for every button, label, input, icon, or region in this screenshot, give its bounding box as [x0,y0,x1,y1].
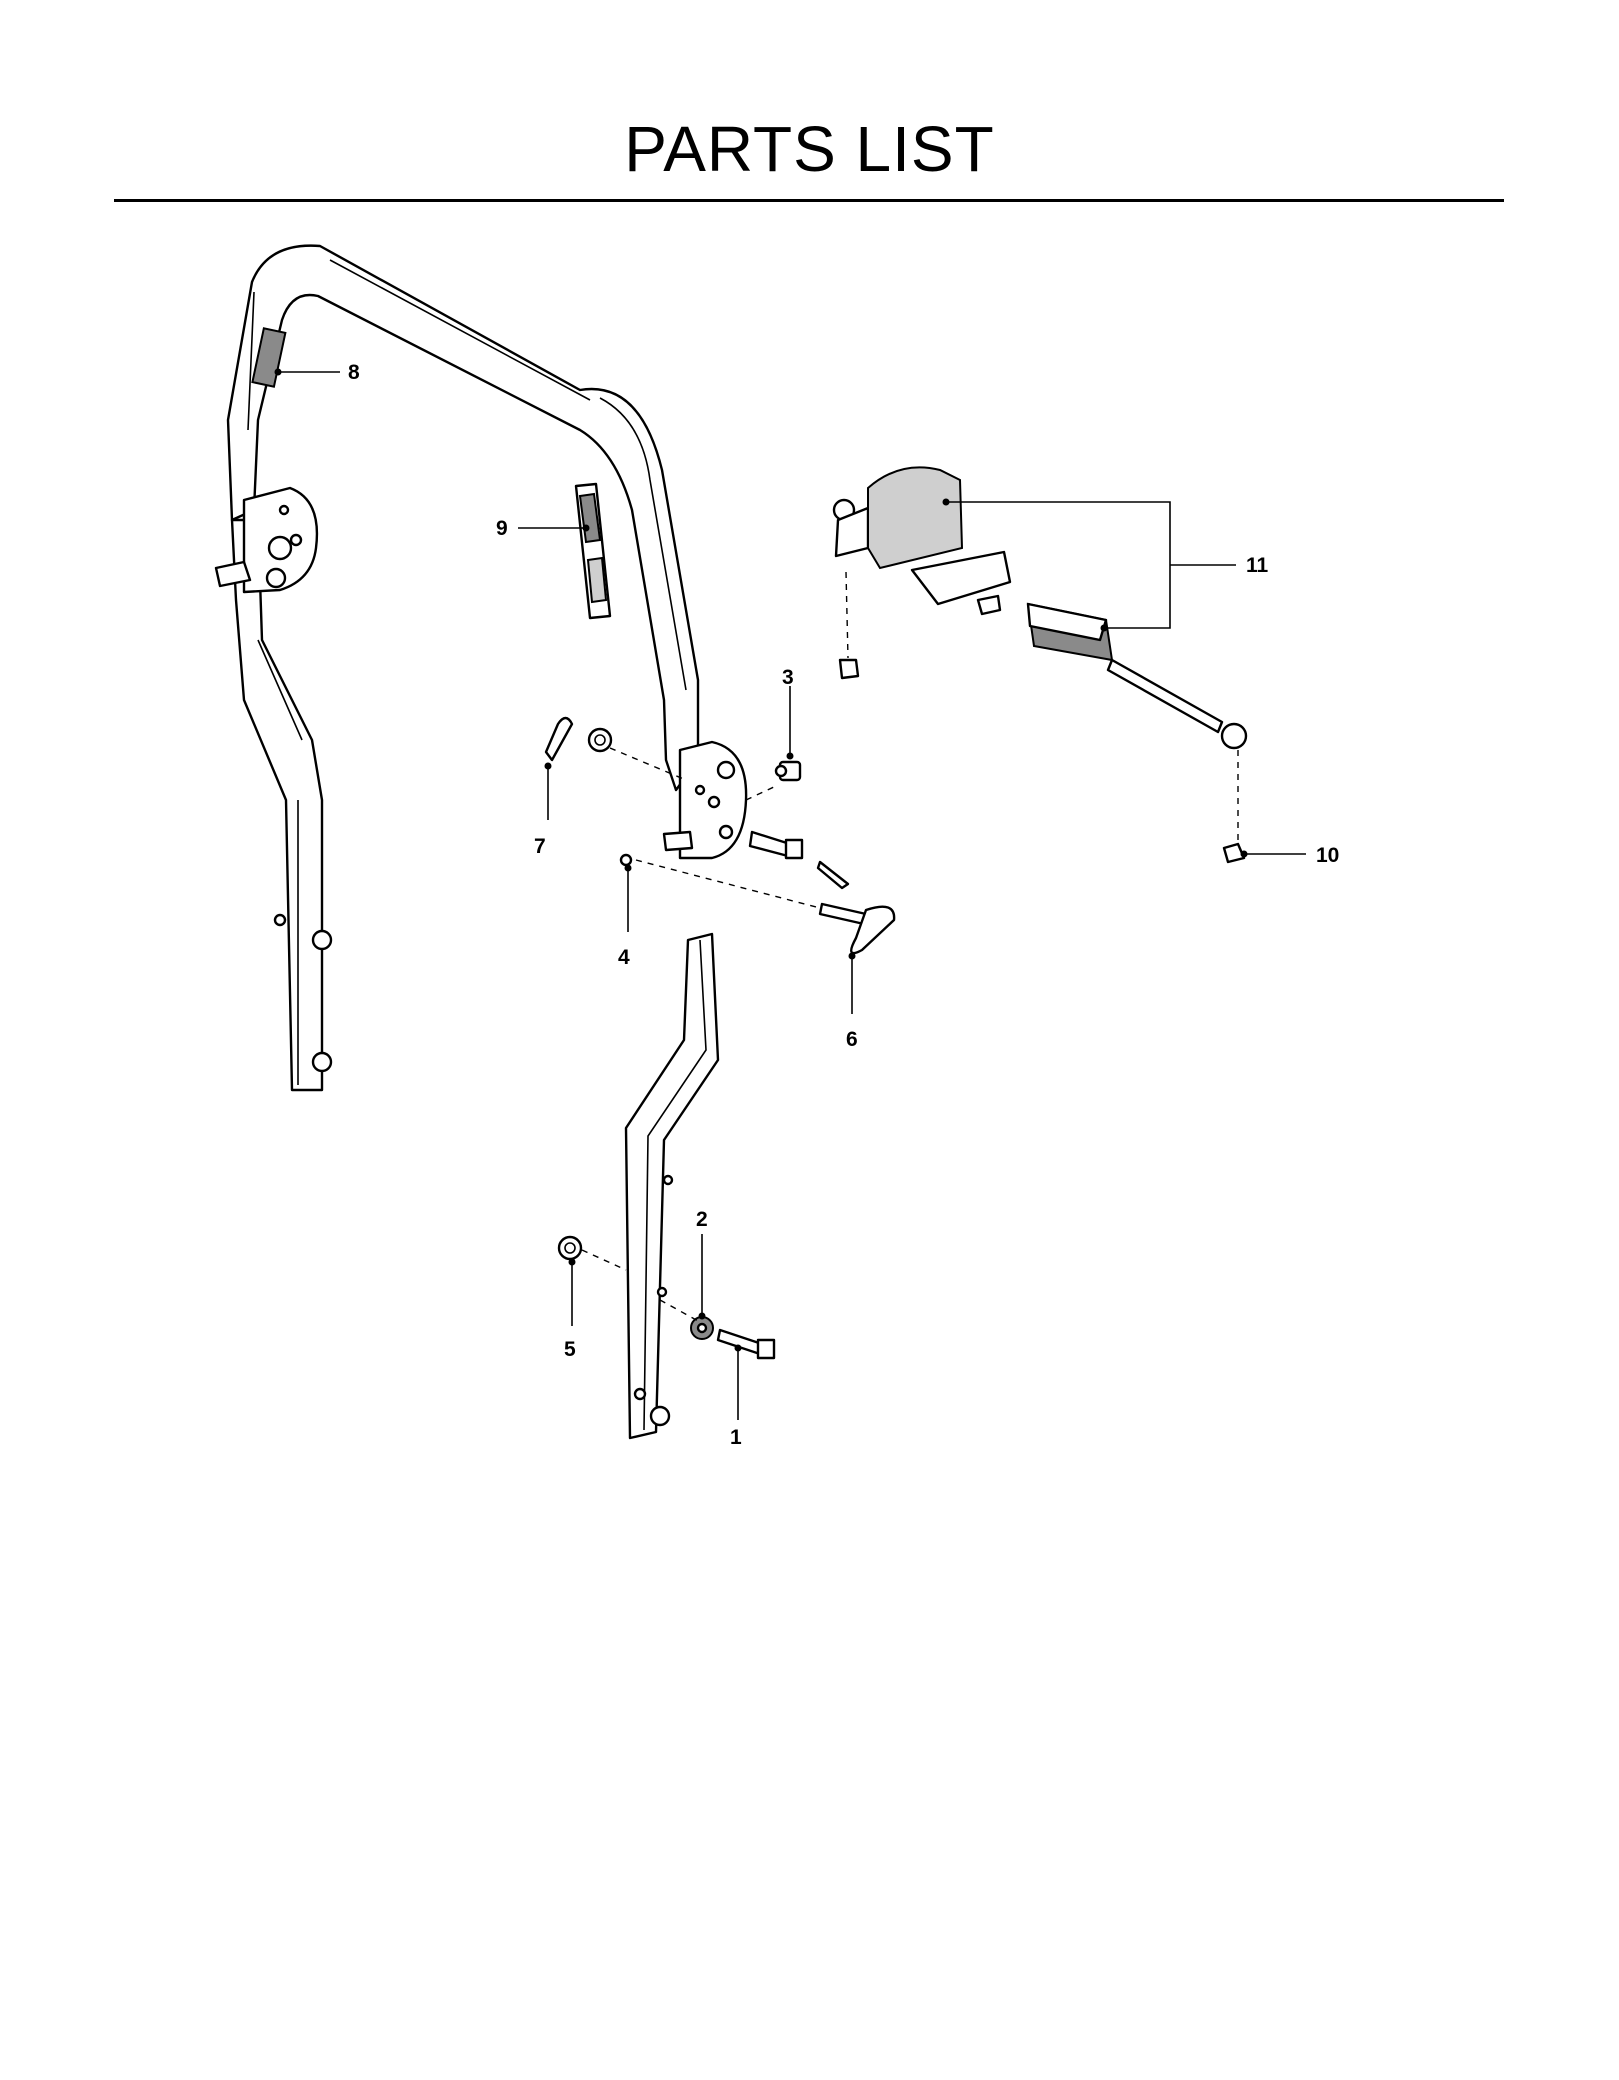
callout-10: 10 [1316,844,1339,867]
leader-lines [274,368,1306,1420]
rops-lower-tube [624,932,720,1440]
page-title: PARTS LIST [624,113,995,185]
hardware-flange-nut-5 [557,1235,583,1261]
hardware-flange-nut-top [587,727,613,753]
callout-3: 3 [782,666,794,689]
hardware-hairpin-pin [544,716,574,762]
hardware-washer-2 [690,1316,714,1340]
callout-7: 7 [534,835,546,858]
alignment-lines [581,571,1239,1323]
callout-2: 2 [696,1208,708,1231]
callout-9: 9 [496,517,508,540]
right-pivot-plate [662,740,748,860]
rops-upper-hoop [214,244,700,1092]
hardware-small-nut-4 [619,853,633,867]
callout-6: 6 [846,1028,858,1051]
hardware-clevis-pin-6 [816,860,896,955]
decal-9 [574,482,612,620]
hardware-bolt-1 [716,1328,776,1360]
callout-4: 4 [618,946,630,969]
hardware-bolt-center [748,830,804,860]
callout-1: 1 [730,1426,742,1449]
seat-belt-assembly [832,466,1248,864]
callout-11: 11 [1246,554,1269,577]
callout-5: 5 [564,1338,576,1361]
callout-8: 8 [348,361,360,384]
hardware-spacer-3 [774,760,802,782]
title-divider [114,199,1504,202]
